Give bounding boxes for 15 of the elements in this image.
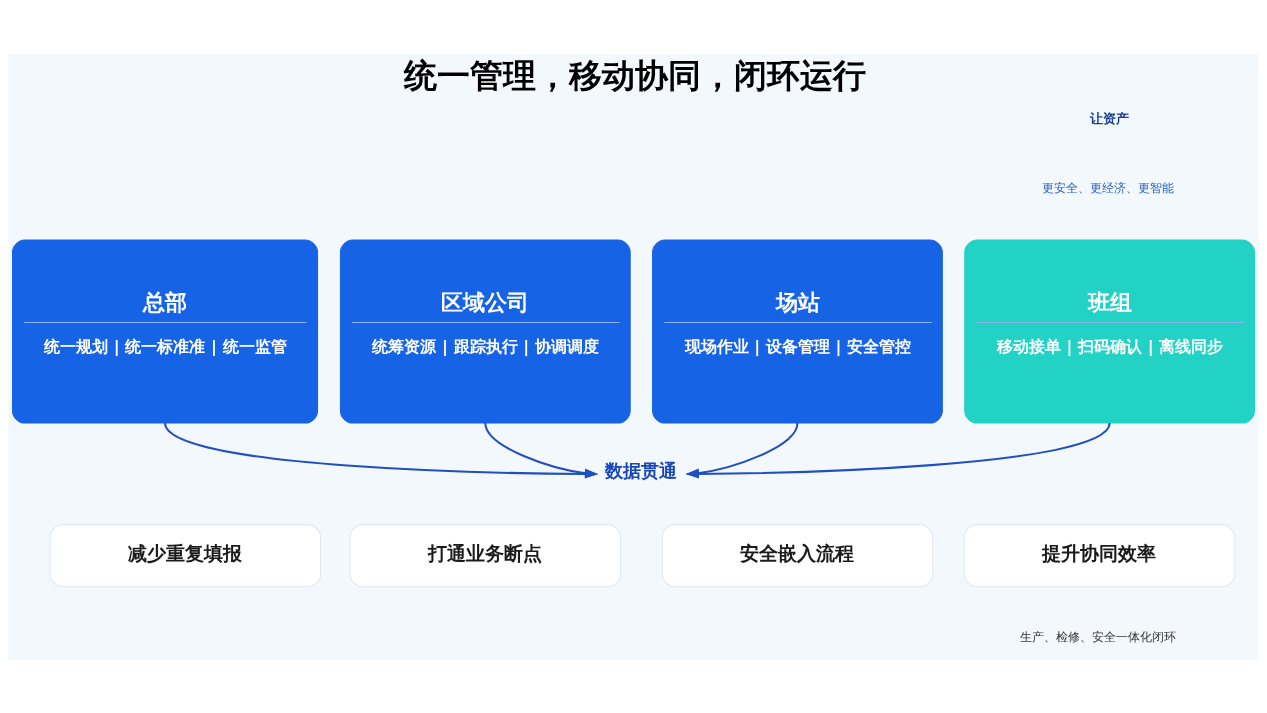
node-box: 减少重复填报 bbox=[49, 523, 322, 587]
node-box: 安全嵌入流程 bbox=[661, 523, 934, 587]
node-box: 总部 统一规划 | 统一标准准 | 统一监管 bbox=[12, 239, 319, 424]
diagram-title: 统一管理，移动协同，闭环运行 bbox=[403, 56, 866, 95]
node-box: 打通业务断点 bbox=[349, 523, 622, 587]
node-text: 数据贯通 bbox=[604, 459, 677, 481]
node-box: 场站 现场作业 | 设备管理 | 安全管控 bbox=[652, 239, 943, 424]
arrow bbox=[484, 422, 599, 478]
node-box: 提升协同效率 bbox=[963, 523, 1236, 587]
arrow bbox=[164, 422, 599, 479]
label: 更安全、更经济、更智能 bbox=[1041, 180, 1174, 195]
label: 生产、检修、安全一体化闭环 bbox=[1019, 629, 1176, 644]
node-box: 区域公司 统筹资源 | 跟踪执行 | 协调调度 bbox=[339, 239, 631, 424]
node-box: 班组 移动接单 | 扫码确认 | 离线同步 bbox=[964, 239, 1255, 424]
label: 让资产 bbox=[1089, 110, 1129, 126]
